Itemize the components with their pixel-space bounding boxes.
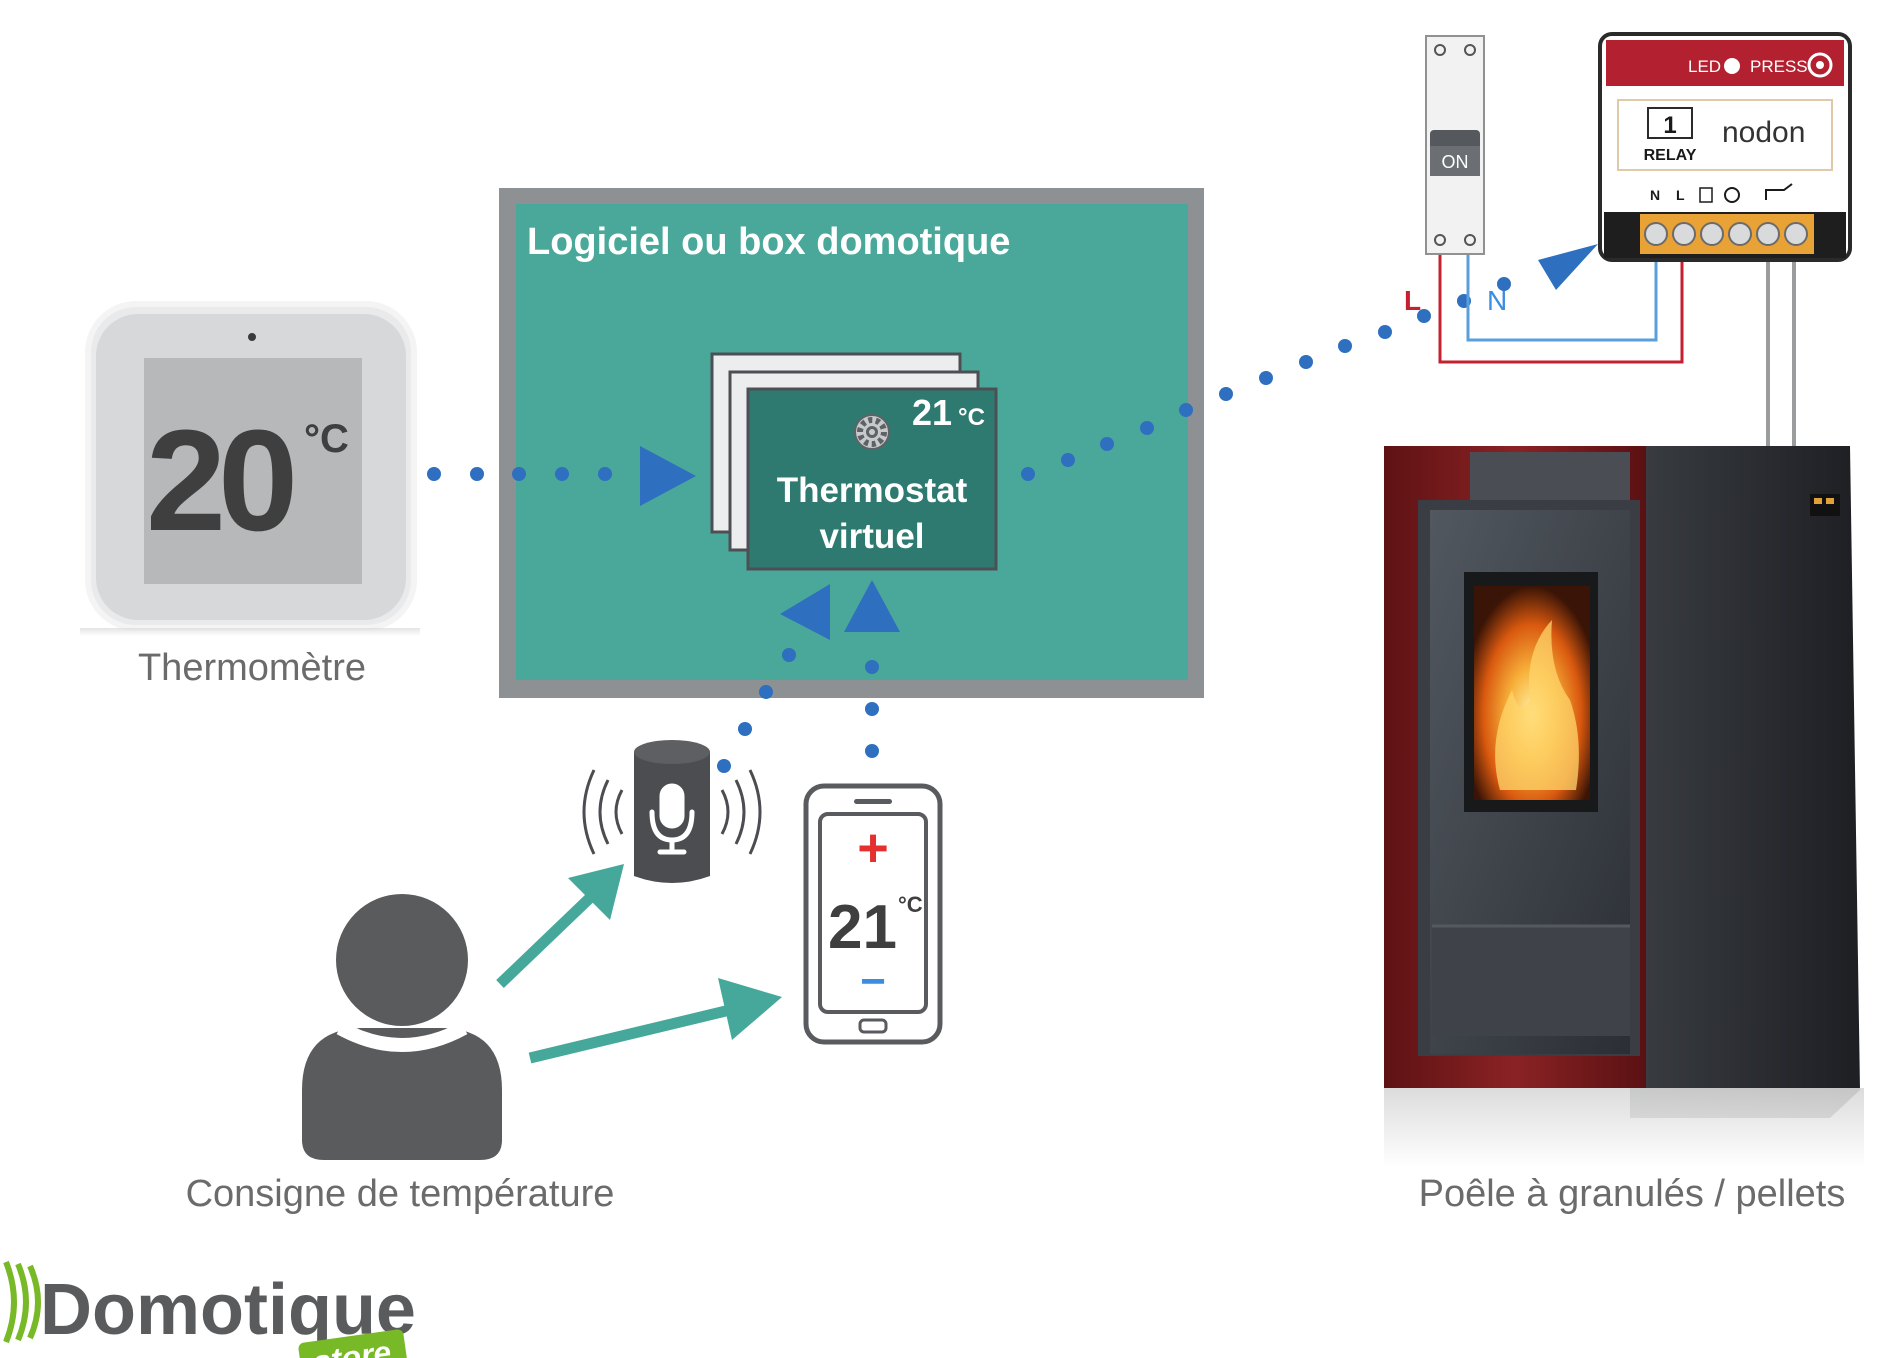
thermostat-label-line1: Thermostat	[777, 471, 968, 510]
smartphone[interactable]: + 21 °C −	[803, 783, 943, 1045]
microphone-icon	[649, 783, 695, 855]
sound-waves-icon	[582, 769, 762, 855]
arrow-up-icon	[844, 580, 900, 632]
relay-channel: 1	[1663, 112, 1676, 139]
arrow-up-left-icon	[780, 584, 830, 640]
wire-neutral-label: N	[1487, 285, 1507, 316]
phone-temp: 21	[828, 893, 897, 962]
relay-module: LED PRESS 1 RELAY nodon N L	[1598, 32, 1852, 262]
user-caption: Consigne de température	[186, 1173, 615, 1215]
relay-terminal-n: N	[1650, 187, 1660, 203]
thermometer: 20 °C Thermomètre	[80, 301, 420, 689]
thermometer-unit: °C	[304, 417, 349, 461]
user-to-phone-arrow	[528, 978, 782, 1064]
relay-led-label: LED	[1688, 57, 1721, 76]
relay-link	[1021, 244, 1598, 481]
automation-box-title: Logiciel ou box domotique	[527, 221, 1010, 263]
thermostat-label-line2: virtuel	[819, 517, 924, 556]
pellet-stove	[1384, 446, 1864, 1168]
smart-speaker	[582, 740, 762, 883]
speaker-link	[717, 584, 830, 773]
increase-button[interactable]: +	[857, 818, 889, 878]
led-indicator	[1724, 58, 1740, 74]
thermometer-link	[427, 446, 696, 506]
decrease-button[interactable]: −	[860, 957, 886, 1006]
wire-live-label: L	[1404, 285, 1421, 316]
relay-type: RELAY	[1644, 147, 1697, 164]
user-to-speaker-arrow	[496, 864, 624, 988]
virtual-thermostat[interactable]: 21 °C Thermostat virtuel	[710, 352, 998, 571]
thermometer-caption: Thermomètre	[138, 647, 366, 689]
person-icon	[302, 894, 502, 1160]
phone-link	[844, 580, 900, 758]
relay-terminal-l: L	[1676, 187, 1685, 203]
arrow-right-icon	[640, 446, 696, 506]
arrow-up-right-icon	[1538, 244, 1598, 290]
thermostat-temp: 21	[912, 392, 952, 433]
relay-press-label: PRESS	[1750, 57, 1808, 76]
stove-caption: Poêle à granulés / pellets	[1419, 1173, 1846, 1215]
breaker-switch[interactable]	[1430, 146, 1480, 176]
thermometer-temp: 20	[146, 400, 293, 561]
circuit-breaker: ON	[1425, 35, 1485, 255]
relay-brand: nodon	[1722, 116, 1805, 149]
wiring	[1438, 254, 1796, 450]
thermostat-unit: °C	[958, 404, 985, 431]
domotique-store-logo: Domotique store	[3, 1260, 416, 1358]
gear-icon	[854, 414, 890, 450]
phone-unit: °C	[898, 892, 923, 917]
breaker-state: ON	[1442, 152, 1469, 172]
